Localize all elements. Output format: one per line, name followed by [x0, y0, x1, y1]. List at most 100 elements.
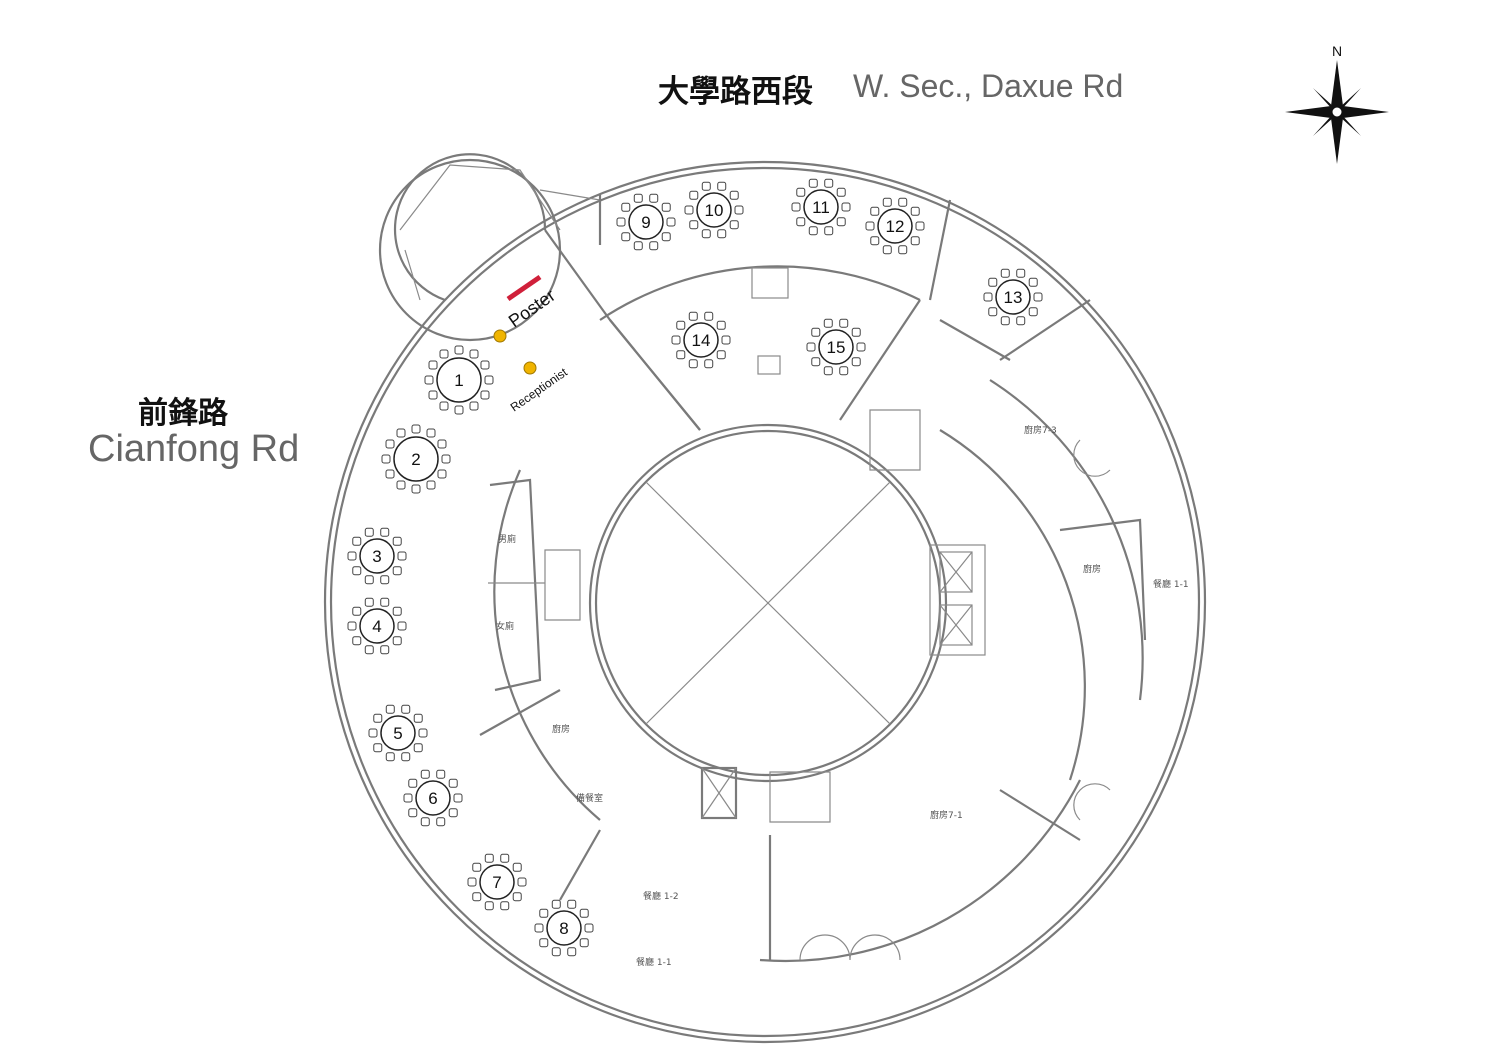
table-circle	[479, 864, 515, 900]
chair-icon	[380, 575, 390, 585]
table-number: 15	[827, 338, 846, 357]
chair-icon	[1016, 268, 1026, 278]
chair-icon	[392, 536, 402, 546]
table-circle	[877, 208, 913, 244]
chair-icon	[484, 901, 494, 911]
room-label-kitchen-right: 廚房	[1083, 563, 1101, 575]
chair-icon	[500, 853, 510, 863]
chair-icon	[347, 621, 357, 631]
chair-icon	[808, 178, 818, 188]
chair-icon	[392, 566, 402, 576]
chair-icon	[428, 360, 438, 370]
chair-icon	[448, 808, 458, 818]
chair-icon	[621, 202, 631, 212]
chair-icon	[418, 728, 428, 738]
chair-icon	[436, 769, 446, 779]
chair-icon	[796, 187, 806, 197]
chair-icon	[436, 817, 446, 827]
table-circle	[803, 189, 839, 225]
chair-icon	[1033, 292, 1043, 302]
table-7: 7	[467, 853, 527, 911]
table-circle	[546, 910, 582, 946]
poster-marker	[506, 274, 542, 302]
chair-icon	[836, 217, 846, 227]
chair-icon	[729, 190, 739, 200]
table-circle	[415, 780, 451, 816]
chair-icon	[408, 778, 418, 788]
table-circle	[436, 357, 482, 403]
chair-icon	[666, 217, 676, 227]
chair-icon	[1028, 307, 1038, 317]
chair-icon	[633, 241, 643, 251]
chair-icon	[704, 311, 714, 321]
table-number: 12	[886, 217, 905, 236]
chair-icon	[808, 226, 818, 236]
table-number: 2	[411, 450, 420, 469]
table-14: 14	[671, 311, 731, 369]
chair-icon	[352, 566, 362, 576]
chair-icon	[397, 551, 407, 561]
table-number: 3	[372, 547, 381, 566]
table-circle	[359, 608, 395, 644]
chair-icon	[441, 454, 451, 464]
chair-icon	[716, 350, 726, 360]
compass-rose-icon: N	[1285, 43, 1389, 164]
room-label-kitchen-left: 廚房	[552, 723, 570, 735]
chair-icon	[851, 357, 861, 367]
table-number: 14	[692, 331, 711, 350]
room-label-restaurant-1-1-right: 餐廳 1-1	[1153, 578, 1189, 590]
building-walls	[323, 153, 1207, 1044]
room-label-restaurant-1-1: 餐廳 1-1	[636, 956, 672, 968]
chair-icon	[420, 817, 430, 827]
chair-icon	[910, 206, 920, 216]
chair-icon	[882, 245, 892, 255]
chair-icon	[380, 597, 390, 607]
poster-label: Poster	[505, 285, 559, 331]
chair-icon	[408, 808, 418, 818]
table-1: 1	[424, 345, 494, 415]
chair-icon	[689, 220, 699, 230]
chair-icon	[500, 901, 510, 911]
table-circle	[359, 538, 395, 574]
chair-icon	[368, 728, 378, 738]
chair-icon	[567, 947, 577, 957]
table-10: 10	[684, 181, 744, 239]
chair-icon	[870, 236, 880, 246]
table-circle	[818, 329, 854, 365]
table-circle	[393, 436, 439, 482]
room-label-pantry: 備餐室	[576, 792, 603, 804]
chair-icon	[480, 390, 490, 400]
chair-icon	[364, 597, 374, 607]
chair-icon	[385, 752, 395, 762]
chair-icon	[364, 575, 374, 585]
chair-icon	[717, 181, 727, 191]
chair-icon	[396, 480, 406, 490]
chair-icon	[413, 713, 423, 723]
chair-icon	[579, 908, 589, 918]
room-label-kitchen-7-3: 廚房7-3	[1024, 424, 1057, 436]
chair-icon	[551, 947, 561, 957]
table-number: 4	[372, 617, 381, 636]
chair-icon	[870, 206, 880, 216]
chair-icon	[851, 327, 861, 337]
chair-icon	[633, 193, 643, 203]
table-number: 10	[705, 201, 724, 220]
chair-icon	[439, 401, 449, 411]
table-11: 11	[791, 178, 851, 236]
chair-icon	[392, 636, 402, 646]
chair-icon	[824, 226, 834, 236]
chair-icon	[437, 469, 447, 479]
chair-icon	[701, 229, 711, 239]
chair-icon	[983, 292, 993, 302]
table-number: 1	[454, 371, 463, 390]
chair-icon	[823, 318, 833, 328]
road-west-chinese: 前鋒路	[138, 396, 228, 431]
chair-icon	[721, 335, 731, 345]
table-circle	[380, 715, 416, 751]
receptionist-dot-1	[493, 329, 507, 343]
table-15: 15	[806, 318, 866, 376]
chair-icon	[856, 342, 866, 352]
chair-icon	[841, 202, 851, 212]
